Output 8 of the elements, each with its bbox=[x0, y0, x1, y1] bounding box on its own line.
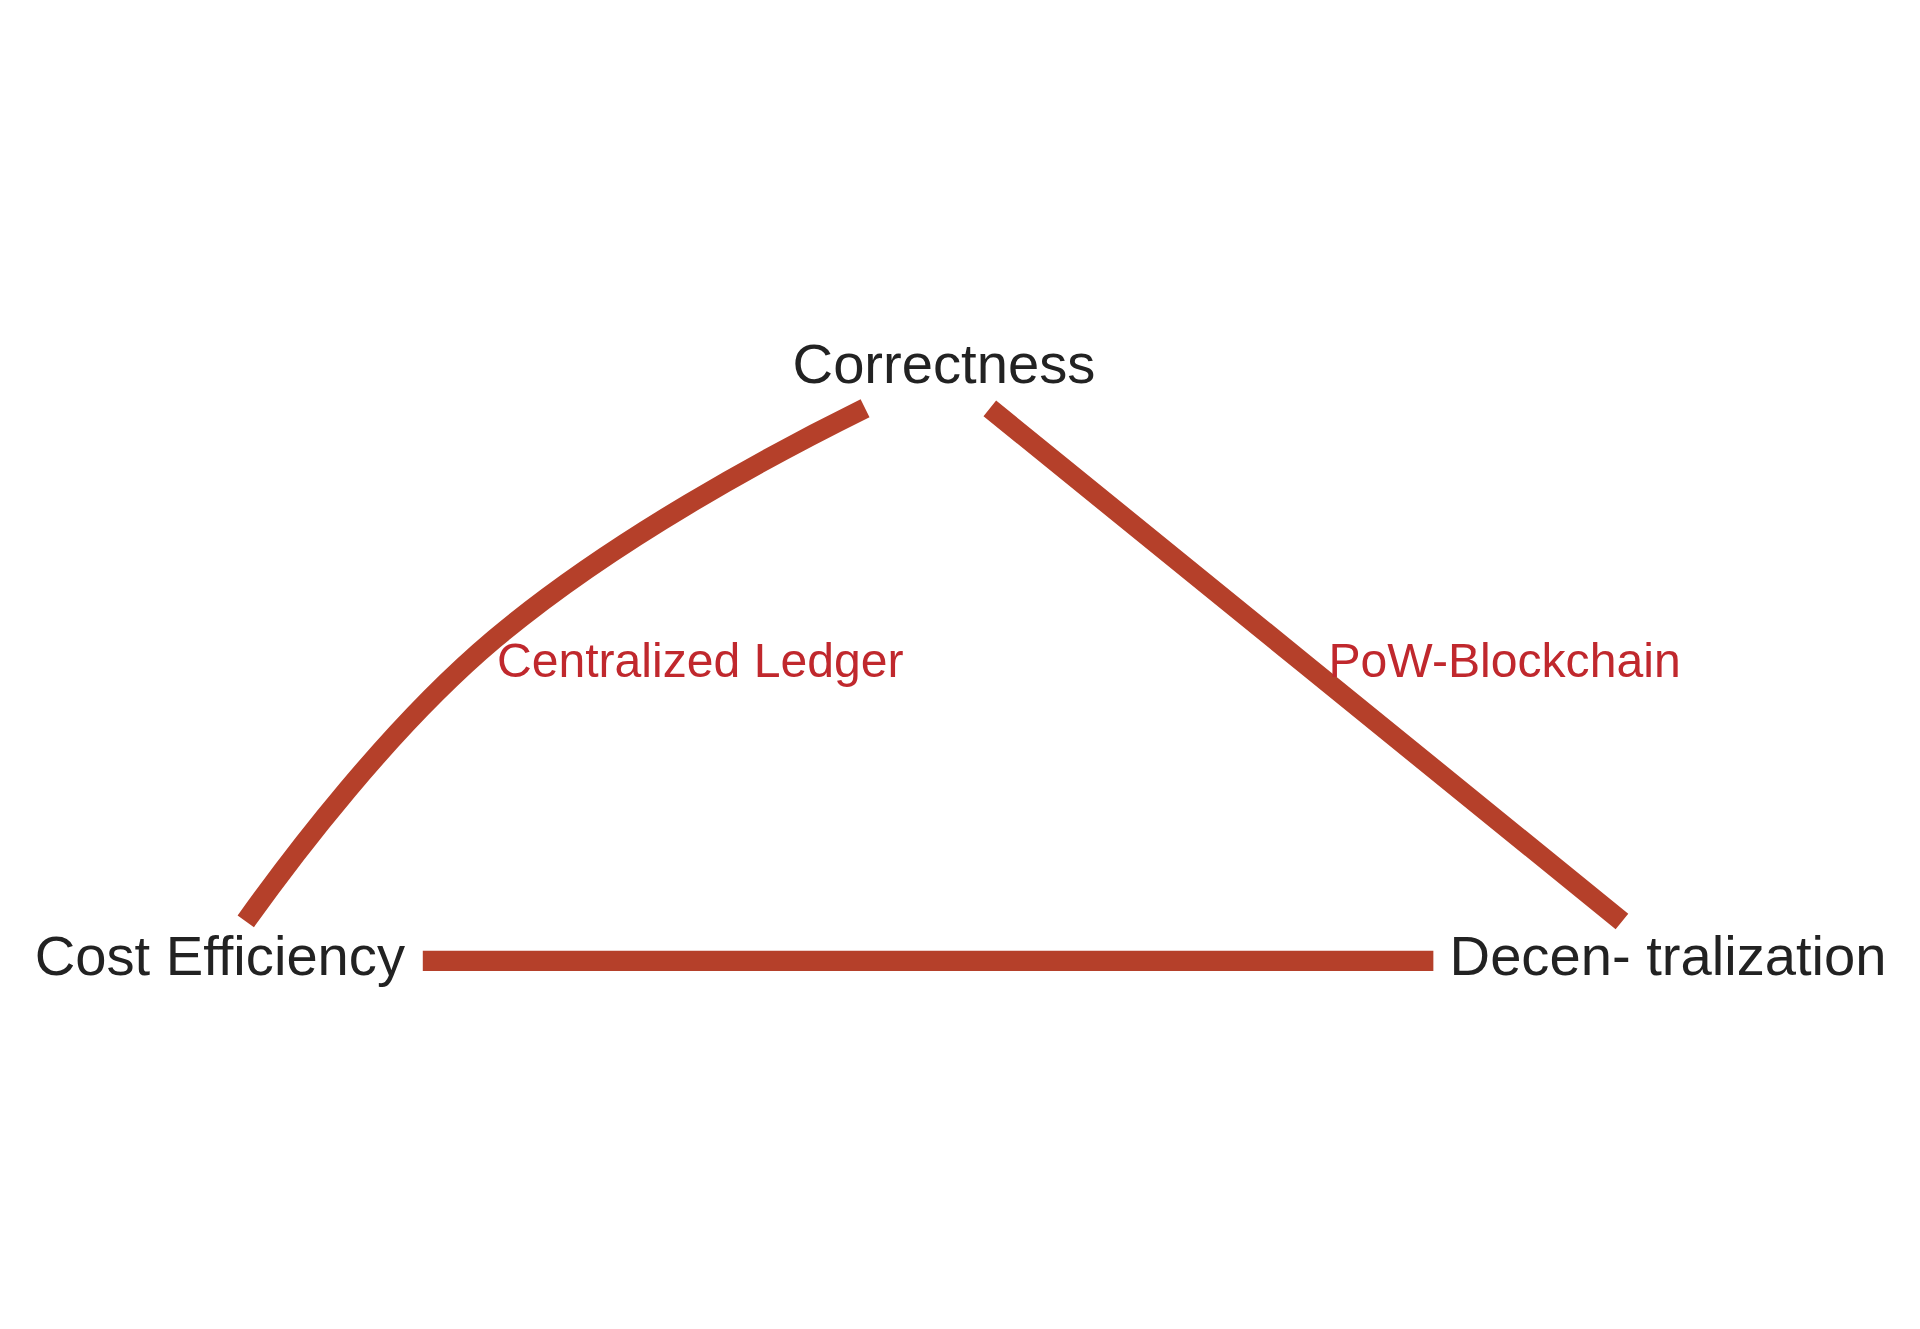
connector bbox=[983, 400, 1629, 929]
edge-label: Centralized Ledger bbox=[496, 632, 904, 687]
node-text: Decen- tralization bbox=[1449, 923, 1887, 987]
connector bbox=[422, 950, 1434, 971]
node-text: Correctness bbox=[792, 331, 1096, 395]
edge-label: PoW-Blockchain bbox=[1328, 632, 1681, 687]
node-text: Cost Efficiency bbox=[34, 923, 406, 987]
connector bbox=[237, 398, 870, 927]
